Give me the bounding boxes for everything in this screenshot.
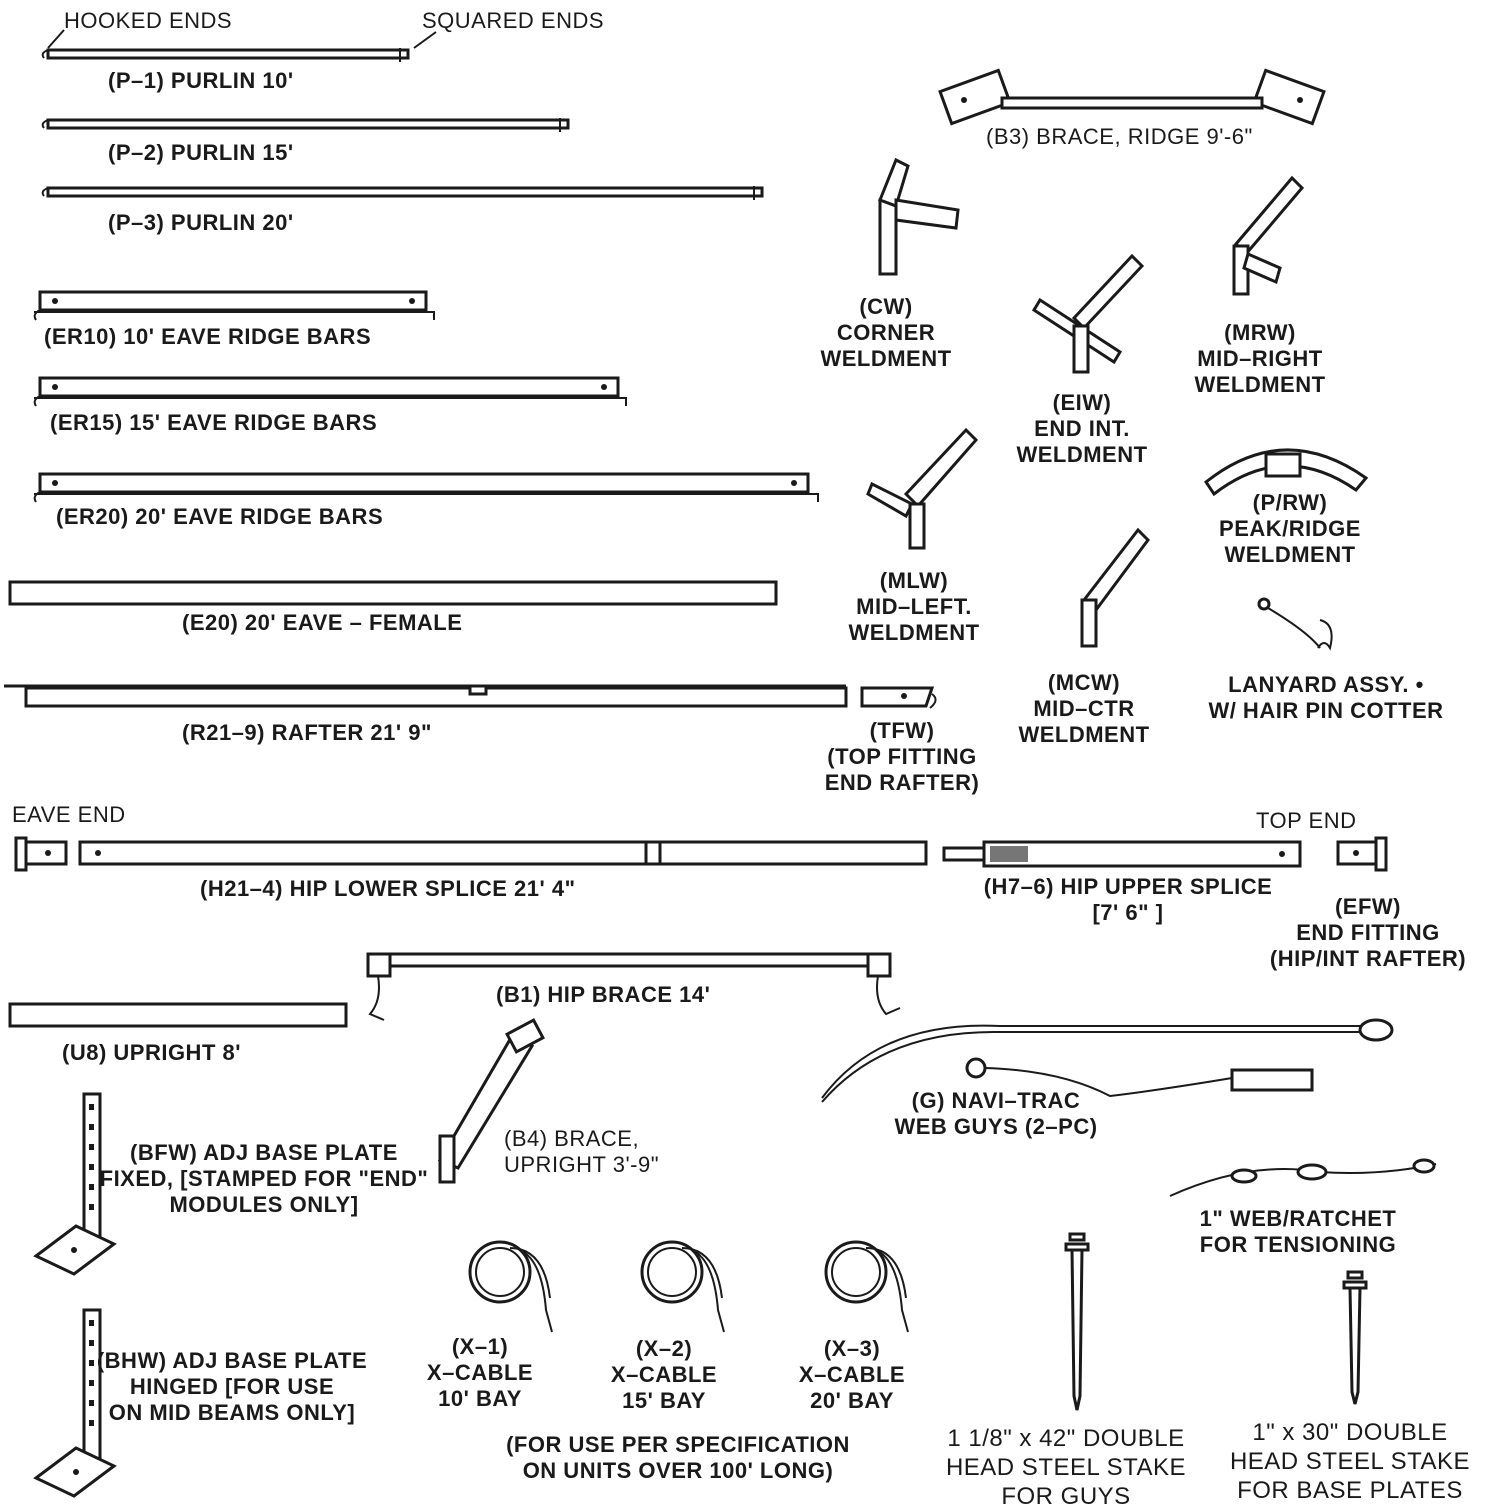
corner-weldment [878,157,960,276]
x-cable-note: (FOR USE PER SPECIFICATION ON UNITS OVER… [506,1432,850,1483]
eiw-label: (EIW) END INT. WELDMENT [1016,390,1148,467]
bfw-label: (BFW) ADJ BASE PLATE FIXED, [STAMPED FOR… [99,1140,429,1217]
purlin-p2-label: (P–2) PURLIN 15' [108,140,294,165]
hip-brace-b1 [366,952,901,1021]
end-int-weldment [1031,253,1145,374]
mid-ctr-weldment [1080,527,1150,648]
purlin-p2 [41,118,570,132]
eave-end-fitting [14,836,68,872]
brace-ridge-b3 [938,68,1326,126]
navi-trac-web-guys [821,1018,1394,1103]
h7-label: (H7–6) HIP UPPER SPLICE [7' 6" ] [983,874,1273,925]
eave-ridge-bar-er15 [33,376,627,407]
lanyard-label: LANYARD ASSY. • W/ HAIR PIN COTTER [1208,672,1444,723]
hooked-ends-label: HOOKED ENDS [64,8,233,33]
r21-label: (R21–9) RAFTER 21' 9" [182,720,432,745]
er10-label: (ER10) 10' EAVE RIDGE BARS [44,324,372,349]
rafter-r21 [4,684,848,708]
eave-female-e20 [8,580,778,606]
brace-upright-b4 [437,1018,545,1184]
x-cable-x1 [468,1240,553,1333]
lanyard-assembly [1257,597,1333,651]
top-end-label: TOP END [1256,808,1357,833]
hooked-ends-arrow [47,29,65,49]
cw-label: (CW) CORNER WELDMENT [820,294,952,371]
hip-upper-splice-h7 [942,840,1302,868]
purlin-p1 [41,48,410,62]
mid-left-weldment [866,427,979,550]
er15-label: (ER15) 15' EAVE RIDGE BARS [50,410,378,435]
u8-label: (U8) UPRIGHT 8' [62,1040,241,1065]
mid-right-weldment [1232,175,1305,296]
h21-label: (H21–4) HIP LOWER SPLICE 21' 4" [200,876,576,901]
eave-ridge-bar-er10 [33,290,435,321]
steel-stake-42 [1064,1232,1090,1411]
steel-stake-30 [1342,1270,1368,1405]
x2-label: (X–2) X–CABLE 15' BAY [610,1336,718,1413]
bhw-label: (BHW) ADJ BASE PLATE HINGED [FOR USE ON … [96,1348,368,1425]
x1-label: (X–1) X–CABLE 10' BAY [426,1334,534,1411]
x3-label: (X–3) X–CABLE 20' BAY [798,1336,906,1413]
peak-ridge-weldment [1203,448,1369,497]
base-plate-fixed-bfw [33,1092,117,1276]
ratchet-label: 1" WEB/RATCHET FOR TENSIONING [1199,1206,1397,1257]
stake-30-label: 1" x 30" DOUBLE HEAD STEEL STAKE FOR BAS… [1229,1419,1471,1504]
purlin-p1-label: (P–1) PURLIN 10' [108,68,294,93]
upright-u8 [8,1002,348,1028]
end-fitting-efw [1336,836,1388,872]
er20-label: (ER20) 20' EAVE RIDGE BARS [56,504,384,529]
x-cable-x3 [824,1240,909,1333]
purlin-p3 [41,186,764,200]
eave-ridge-bar-er20 [33,472,819,503]
tfw-label: (TFW) (TOP FITTING END RAFTER) [824,718,980,795]
mlw-label: (MLW) MID–LEFT. WELDMENT [848,568,980,645]
base-plate-hinged-bhw [33,1308,117,1498]
web-ratchet [1169,1158,1437,1197]
prw-label: (P/RW) PEAK/RIDGE WELDMENT [1219,490,1361,567]
purlin-p3-label: (P–3) PURLIN 20' [108,210,294,235]
b1-label: (B1) HIP BRACE 14' [496,982,711,1007]
e20-label: (E20) 20' EAVE – FEMALE [182,610,463,635]
b3-label: (B3) BRACE, RIDGE 9'-6" [986,124,1253,149]
hip-lower-splice-h21 [78,840,928,866]
squared-ends-arrow [413,31,437,49]
squared-ends-label: SQUARED ENDS [422,8,605,33]
eave-end-label: EAVE END [12,802,126,827]
b4-label: (B4) BRACE, UPRIGHT 3'-9" [504,1126,660,1177]
efw-label: (EFW) END FITTING (HIP/INT RAFTER) [1269,894,1467,971]
x-cable-x2 [640,1240,725,1333]
mrw-label: (MRW) MID–RIGHT WELDMENT [1194,320,1326,397]
top-fitting-end-rafter [860,686,937,709]
mcw-label: (MCW) MID–CTR WELDMENT [1018,670,1150,747]
guys-label: (G) NAVI–TRAC WEB GUYS (2–PC) [894,1088,1098,1139]
stake-42-label: 1 1/8" x 42" DOUBLE HEAD STEEL STAKE FOR… [945,1425,1187,1510]
